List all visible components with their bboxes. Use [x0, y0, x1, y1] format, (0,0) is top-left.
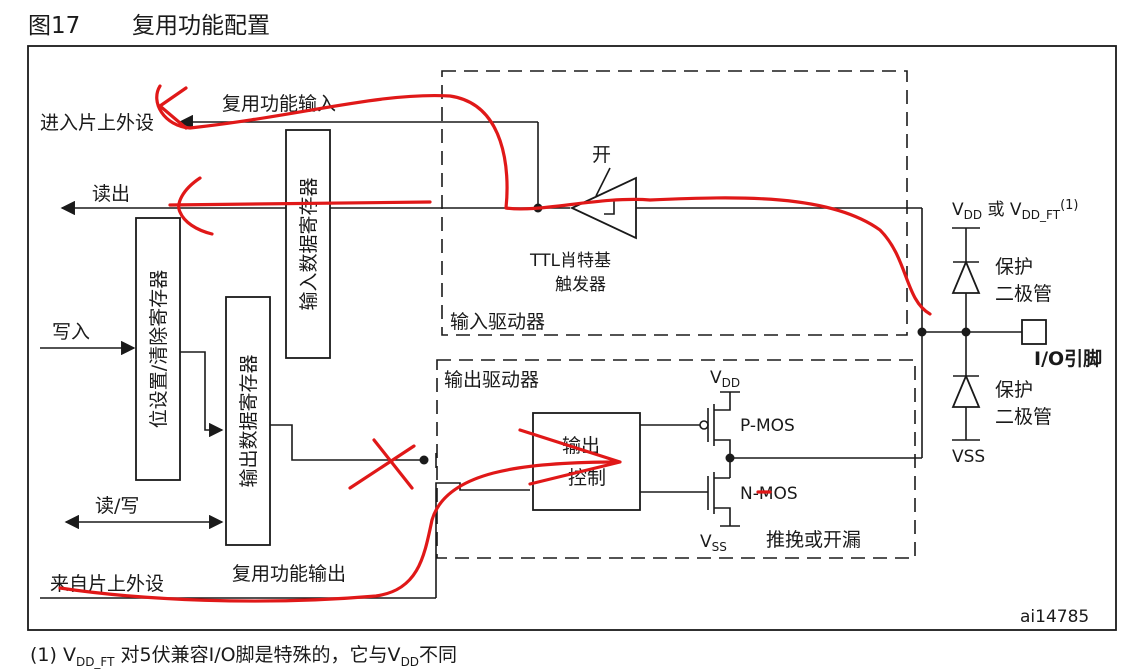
- output-driver-region: [436, 359, 916, 559]
- on-label: 开: [592, 144, 611, 166]
- input-data-register: [285, 129, 331, 359]
- peripheral-in-label: 进入片上外设: [40, 112, 154, 134]
- alt-out-to-ctrl-wire: [435, 482, 530, 598]
- odr-to-mux-wire: [270, 424, 424, 461]
- read-label: 读出: [92, 183, 130, 205]
- nmos-label: N-MOS: [740, 484, 798, 504]
- schmitt-trigger-symbol: [569, 176, 637, 240]
- red-annotation-read-arrowhead: [177, 176, 214, 236]
- protect-diode-1-label-b: 二极管: [995, 283, 1052, 305]
- alt-func-out-label: 复用功能输出: [232, 563, 346, 585]
- pmos-gate-bubble: [699, 420, 709, 430]
- alt-func-in-label: 复用功能输入: [222, 93, 336, 115]
- figure-number: 图17: [28, 13, 81, 39]
- diagram-frame: [27, 45, 1117, 631]
- output-data-register-label: 输出数据寄存器: [238, 354, 260, 487]
- vss-rail-label: VSS: [952, 447, 985, 467]
- output-data-register: [225, 296, 271, 546]
- protect-diode-top: [951, 259, 981, 294]
- push-pull-label: 推挽或开漏: [766, 529, 861, 551]
- read-write-label: 读/写: [95, 495, 139, 517]
- nmos-body: [713, 472, 731, 526]
- input-data-register-label: 输入数据寄存器: [298, 177, 320, 310]
- protect-diode-2-label-b: 二极管: [995, 406, 1052, 428]
- drain-junction-dot: [725, 453, 735, 463]
- protect-diode-2-label-a: 保护: [995, 379, 1033, 401]
- red-annotation-output-arrowhead: [518, 428, 622, 486]
- write-label: 写入: [52, 321, 90, 343]
- red-annotation-cross: [348, 438, 416, 490]
- output-driver-label: 输出驱动器: [444, 369, 539, 391]
- io-pin-pad: [1021, 319, 1047, 345]
- input-driver-region: [441, 70, 908, 336]
- schmitt-label-line1: TTL肖特基: [529, 251, 611, 271]
- odr-mux-contact: [419, 455, 429, 465]
- io-pin-label: I/O引脚: [1034, 348, 1102, 370]
- schmitt-switch-line: [595, 167, 611, 197]
- figure-header: 图17 复用功能配置: [28, 6, 270, 40]
- red-annotation-output-path: [58, 460, 620, 603]
- pmos-body: [713, 392, 731, 478]
- bit-set-reset-register-label: 位设置/清除寄存器: [148, 270, 170, 428]
- schmitt-label-line2: 触发器: [555, 275, 606, 295]
- protect-diode-bottom: [951, 373, 981, 408]
- figure-footnote: (1) VDD_FT 对5伏兼容I/O脚是特殊的，它与VDD不同: [30, 644, 458, 669]
- vss-label: VSS: [700, 532, 727, 554]
- bit-set-reset-register: [135, 217, 181, 481]
- pin-junction-dot-left: [917, 327, 927, 337]
- pmos-label: P-MOS: [740, 416, 795, 436]
- red-annotation-input-path: [155, 84, 932, 316]
- figure-title: 复用功能配置: [132, 13, 270, 39]
- from-peripheral-label: 来自片上外设: [50, 573, 164, 595]
- bsrr-to-odr-wire: [180, 351, 224, 438]
- vdd-label: VDD: [710, 368, 740, 390]
- figure-id-code: ai14785: [1020, 607, 1089, 627]
- top-rail-label: VDD 或 VDD_FT(1): [952, 198, 1079, 222]
- protect-diode-1-label-a: 保护: [995, 256, 1033, 278]
- input-driver-label: 输入驱动器: [450, 311, 545, 333]
- red-annotation-input-arrowhead: [158, 86, 188, 130]
- red-annotation-read-line: [168, 200, 432, 207]
